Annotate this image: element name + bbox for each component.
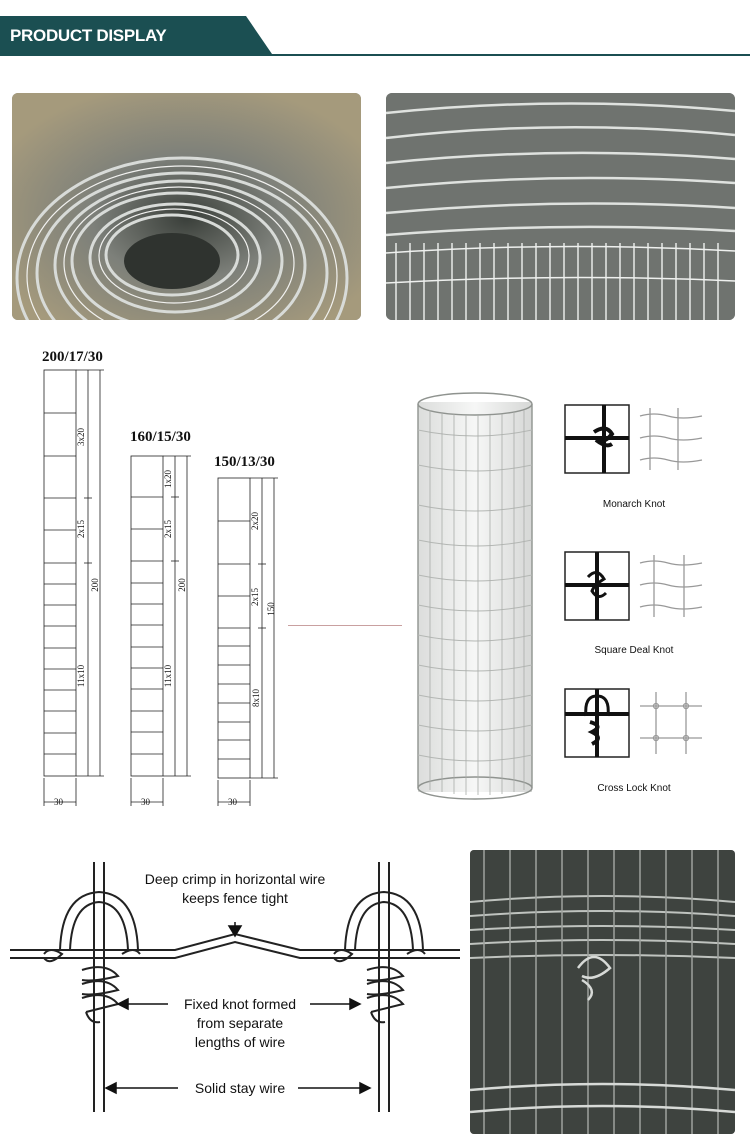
spec-label-1: 200/17/30 [42, 349, 103, 365]
spec-diagram-3 [217, 477, 278, 806]
spec-1-seg-mid: 2x15 [76, 520, 86, 538]
photo-wire-roll [386, 93, 735, 320]
spec-3-seg-top: 2x20 [250, 512, 260, 530]
knot-label-monarch: Monarch Knot [602, 499, 666, 510]
crimp-caption-line-1: Deep crimp in horizontal wire [144, 871, 326, 887]
spec-2-seg-mid: 2x15 [163, 520, 173, 538]
spec-2-width: 30 [141, 797, 150, 807]
spec-3-height: 150 [265, 602, 276, 616]
spec-1-width: 30 [54, 797, 63, 807]
square-deal-knot-icon [564, 551, 703, 621]
spec-diagram-2 [130, 455, 191, 806]
knot-label-square-deal: Square Deal Knot [594, 645, 674, 656]
spec-3-seg-bottom: 8x10 [251, 689, 261, 707]
spec-2-seg-top: 1x20 [163, 470, 173, 488]
fixed-knot-diagram [10, 862, 460, 1112]
photo-knot-closeup [470, 850, 735, 1134]
page-title: PRODUCT DISPLAY [10, 26, 167, 45]
spec-3-width: 30 [228, 797, 237, 807]
knot-caption-line-3: lengths of wire [194, 1034, 286, 1050]
knot-caption-line-1: Fixed knot formed [183, 996, 297, 1012]
photo-wire-coil [12, 93, 361, 320]
cross-lock-knot-icon [564, 688, 702, 758]
spec-3-seg-mid: 2x15 [250, 588, 260, 606]
connector-line [288, 625, 402, 626]
header-banner [0, 16, 272, 54]
spec-1-height: 200 [89, 578, 100, 592]
stay-caption: Solid stay wire [194, 1080, 286, 1096]
header-divider [0, 54, 750, 56]
spec-1-seg-top: 3x20 [76, 428, 86, 446]
spec-label-3: 150/13/30 [214, 454, 275, 470]
spec-diagram-1 [43, 369, 104, 806]
knot-caption-line-2: from separate [196, 1015, 284, 1031]
fence-roll-illustration [417, 392, 533, 800]
spec-label-2: 160/15/30 [130, 429, 191, 445]
spec-2-height: 200 [176, 578, 187, 592]
monarch-knot-icon [564, 404, 703, 474]
spec-1-seg-bottom: 11x10 [76, 664, 87, 688]
knot-label-cross-lock: Cross Lock Knot [597, 783, 671, 794]
crimp-caption-line-2: keeps fence tight [182, 890, 288, 906]
spec-2-seg-bottom: 11x10 [163, 664, 174, 688]
